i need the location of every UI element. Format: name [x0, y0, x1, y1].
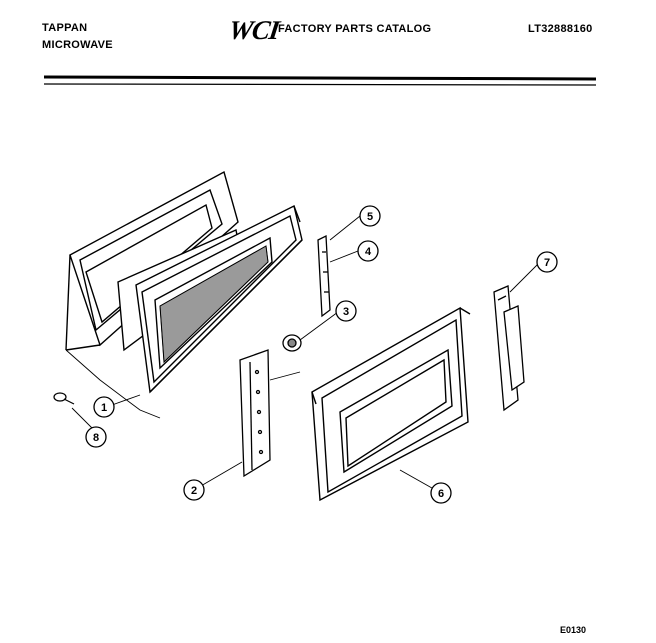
catalog-title: FACTORY PARTS CATALOG	[278, 23, 432, 35]
svg-text:8: 8	[93, 432, 99, 444]
model-number: LT32888160	[528, 23, 593, 35]
door-screen-assembly	[135, 204, 303, 394]
hinge-bracket	[239, 349, 271, 478]
svg-text:3: 3	[343, 306, 349, 318]
leader-lines	[65, 215, 541, 493]
door-latch-knob	[282, 334, 302, 352]
callout-4: 4	[357, 240, 379, 262]
callout-2: 2	[183, 479, 205, 501]
svg-text:2: 2	[191, 485, 197, 497]
callout-8: 8	[85, 426, 107, 448]
svg-text:6: 6	[438, 488, 444, 500]
screw-part	[53, 392, 75, 405]
callout-1: 1	[93, 396, 115, 418]
svg-text:1: 1	[101, 402, 107, 414]
svg-text:4: 4	[365, 246, 372, 258]
diagram-code: E0130	[560, 625, 587, 635]
callout-7: 7	[536, 251, 558, 273]
brand-line-2: MICROWAVE	[42, 39, 113, 51]
callout-3: 3	[335, 300, 357, 322]
door-outer-panel	[311, 306, 471, 502]
svg-text:5: 5	[367, 211, 373, 223]
svg-text:7: 7	[544, 257, 550, 269]
callout-6: 6	[430, 482, 452, 504]
brand-line-1: TAPPAN	[42, 22, 88, 34]
latch-bar	[317, 234, 331, 318]
side-latch-rail	[493, 285, 525, 412]
door-outer-frame	[65, 170, 239, 351]
header-rule	[43, 75, 597, 86]
callout-5: 5	[359, 205, 381, 227]
